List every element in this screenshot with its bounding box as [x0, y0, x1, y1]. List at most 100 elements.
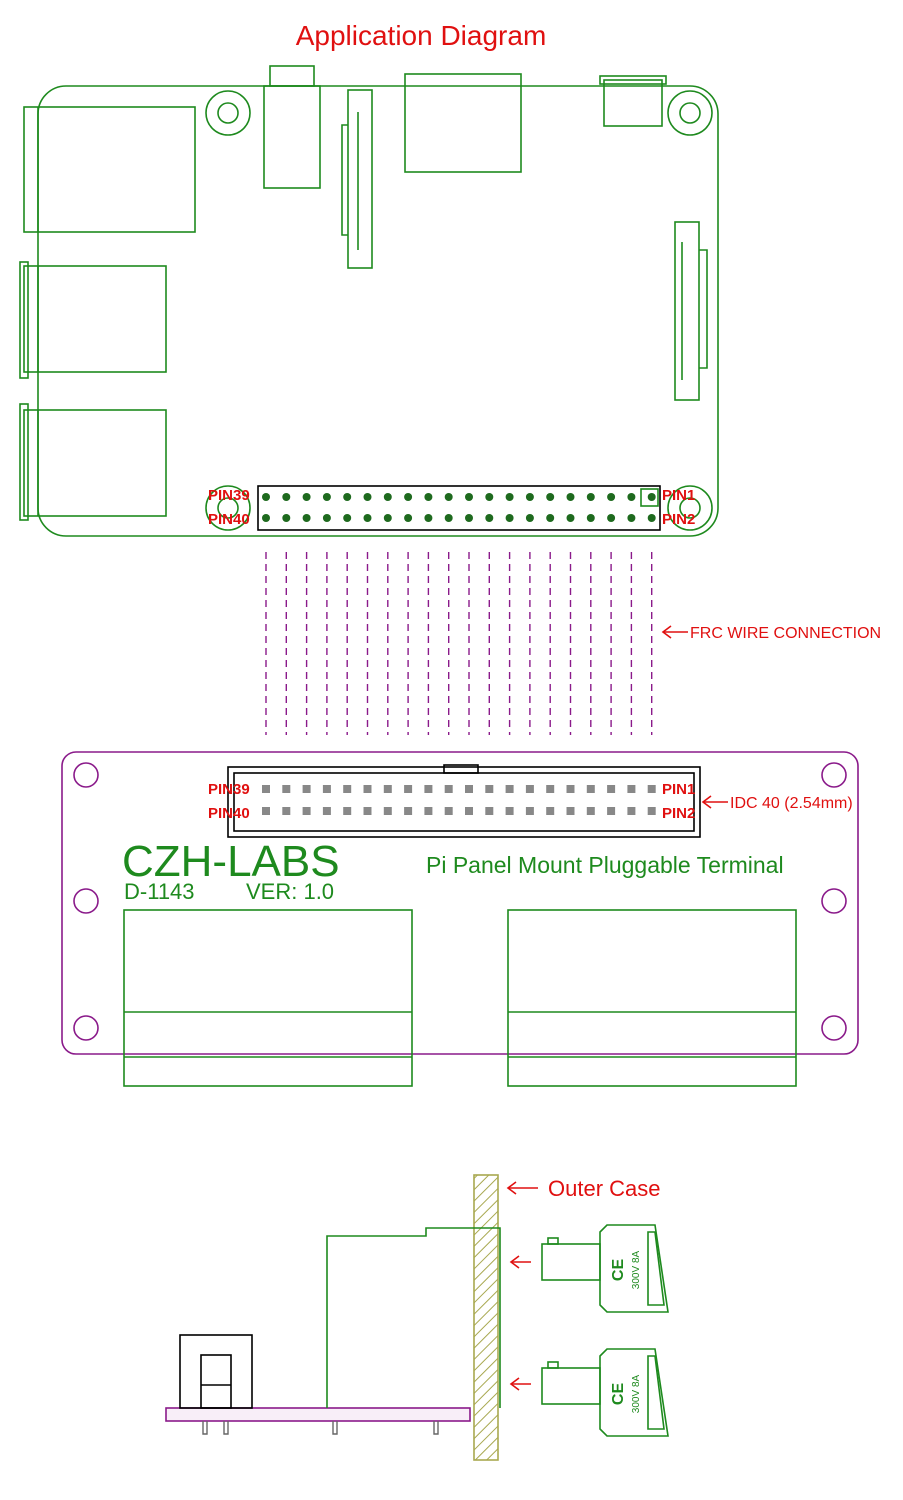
gpio-pin: [322, 493, 331, 501]
idc-pin: [627, 785, 636, 793]
audio-jack: [263, 65, 321, 189]
plug-lower-marking: CE 300V 8A: [610, 1374, 642, 1413]
pi-mounting-hole-top-left: [205, 90, 251, 136]
hdmi-port: [404, 73, 522, 173]
idc-pin: [505, 785, 514, 793]
gpio-pin: [404, 493, 413, 501]
terminal-hole-3: [73, 1015, 99, 1041]
terminal-hole-6: [821, 1015, 847, 1041]
idc-connector: [227, 764, 701, 838]
idc-pin: [566, 785, 575, 793]
gpio-pin: [444, 493, 453, 501]
idc-pin: [607, 785, 616, 793]
idc-pin: [607, 807, 616, 815]
idc-pin: [546, 807, 555, 815]
terminal-pin39-label: PIN39: [208, 781, 250, 798]
idc-pin: [465, 807, 473, 815]
gpio-pin: [627, 493, 636, 501]
idc-label-arrow: [701, 795, 728, 809]
usb-port-lower: [19, 403, 167, 521]
idc-label: IDC 40 (2.54mm): [730, 795, 853, 812]
diagram-title: Application Diagram: [296, 20, 547, 51]
terminal-hole-4: [821, 762, 847, 788]
gpio-pin: [566, 493, 575, 501]
side-pcb: [165, 1407, 471, 1422]
frc-wire-label: FRC WIRE CONNECTION: [690, 625, 881, 642]
outer-case-label: Outer Case: [548, 1176, 661, 1201]
idc-pin: [404, 785, 413, 793]
pi-mounting-hole-bottom-right: [667, 485, 713, 531]
gpio-pin: [363, 493, 372, 501]
gpio-pin: [546, 514, 555, 522]
side-terminal-block: [326, 1227, 501, 1408]
idc-pin: [444, 807, 453, 815]
pi-board-outline: [37, 85, 719, 537]
idc-pin: [404, 807, 413, 815]
terminal-pin40-label: PIN40: [208, 805, 250, 822]
pi-pin1-label: PIN1: [662, 487, 695, 504]
gpio-pin: [465, 514, 473, 522]
pi-pin40-label: PIN40: [208, 511, 250, 528]
gpio-pin: [404, 514, 413, 522]
pi-mounting-hole-bottom-left: [205, 485, 251, 531]
terminal-board: [61, 751, 859, 1087]
gpio-pin: [282, 514, 291, 522]
idc-pin: [282, 785, 291, 793]
idc-pin: [627, 807, 636, 815]
gpio-pin: [262, 514, 270, 522]
outer-case-arrow: [506, 1181, 538, 1195]
plug-lower-rating: 300V 8A: [631, 1374, 642, 1413]
idc-pin: [363, 785, 372, 793]
gpio-pin: [485, 514, 494, 522]
gpio-pin: [322, 514, 331, 522]
gpio-pin: [627, 514, 636, 522]
idc-pin: [302, 785, 311, 793]
idc-pin: [586, 807, 595, 815]
plug-upper-marking: CE 300V 8A: [610, 1250, 642, 1289]
gpio-pin: [424, 493, 433, 501]
idc-pin: [383, 785, 392, 793]
pluggable-plug-lower: [541, 1348, 669, 1437]
terminal-board-outline: [61, 751, 859, 1055]
model-label: D-1143: [124, 879, 195, 904]
plug-insert-arrow-lower: [509, 1377, 531, 1391]
gpio-pin: [607, 493, 616, 501]
gpio-pin: [343, 493, 352, 501]
gpio-pin: [525, 493, 534, 501]
terminal-hole-5: [821, 888, 847, 914]
terminal-pin2-label: PIN2: [662, 805, 695, 822]
gpio-pin: [525, 514, 534, 522]
gpio-pin: [505, 514, 514, 522]
terminal-block-left: [123, 909, 413, 1087]
product-description: Pi Panel Mount Pluggable Terminal: [426, 852, 784, 878]
gpio-pin: [383, 514, 392, 522]
terminal-hole-1: [73, 762, 99, 788]
idc-pin: [262, 807, 270, 815]
plug-lower-ce-mark: CE: [610, 1383, 627, 1406]
idc-pin: [485, 785, 494, 793]
gpio-pin: [383, 493, 392, 501]
idc-pin: [262, 785, 270, 793]
outer-case-panel: [473, 1174, 499, 1461]
gpio-pin: [546, 493, 555, 501]
gpio-pin: [505, 493, 514, 501]
pi-pin2-label: PIN2: [662, 511, 695, 528]
idc-pins: [262, 785, 656, 815]
gpio-pin: [566, 514, 575, 522]
ethernet-port: [23, 106, 196, 233]
gpio-pin: [302, 493, 311, 501]
gpio-pin: [262, 493, 270, 501]
idc-pin: [525, 807, 534, 815]
idc-pin: [424, 785, 433, 793]
camera-connector: [341, 89, 373, 269]
version-label: VER: 1.0: [246, 879, 334, 904]
terminal-pin1-label: PIN1: [662, 781, 695, 798]
idc-pin: [485, 807, 494, 815]
idc-pin: [586, 785, 595, 793]
gpio-pin: [586, 493, 595, 501]
power-connector: [599, 75, 667, 127]
gpio-pin: [343, 514, 352, 522]
brand-label: CZH-LABS: [122, 837, 340, 886]
idc-pin: [546, 785, 555, 793]
